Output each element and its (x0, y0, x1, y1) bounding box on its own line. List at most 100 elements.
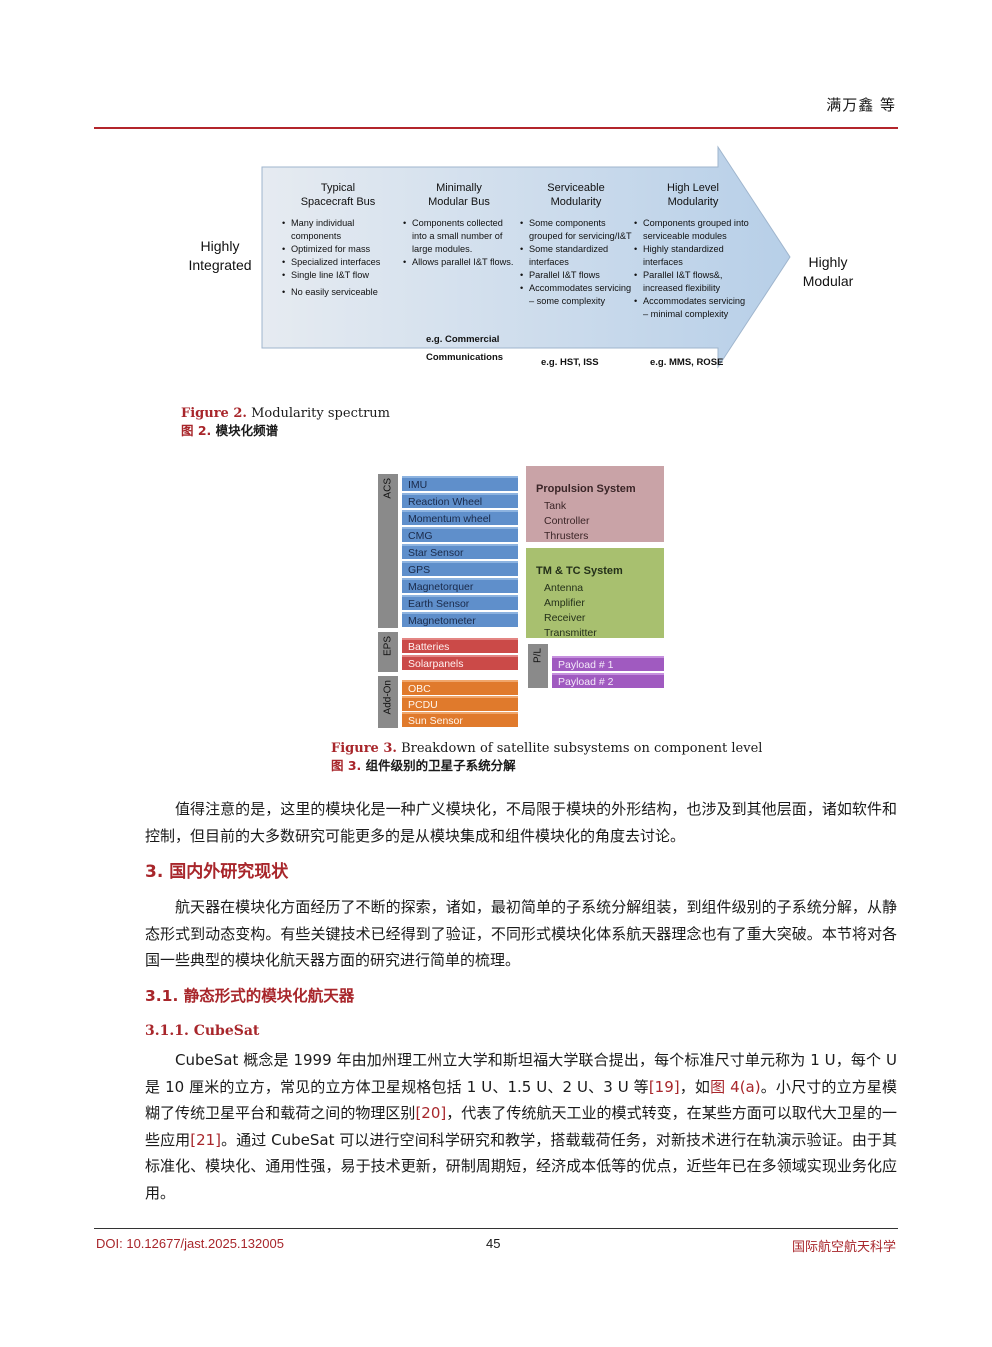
paragraph-cubesat: CubeSat 概念是 1999 年由加州理工州立大学和斯坦福大学联合提出，每个… (145, 1047, 897, 1206)
header-divider (94, 127, 898, 129)
figure-3-caption: Figure 3. Breakdown of satellite subsyst… (331, 740, 762, 775)
eps-sidebar: EPS (378, 632, 398, 672)
footer-page-number: 45 (486, 1236, 501, 1251)
text-run: ，代表了传统航天工业的模式转变，在某些方面可以取代大卫星的一些应用 (145, 1104, 897, 1149)
eps-label: EPS (382, 636, 394, 657)
right-label-line1: Highly (808, 254, 848, 270)
list-item: Accommodates servicing – some complexity (520, 282, 632, 308)
acs-item: GPS (402, 561, 518, 576)
figure-link[interactable]: 图 4(a) (710, 1077, 761, 1096)
text-run: ，如 (679, 1077, 711, 1096)
column-head: Serviceable Modularity (520, 181, 632, 209)
propulsion-item: Thrusters (544, 530, 589, 542)
highly-integrated-label: Highly Integrated (170, 237, 270, 275)
figure-3-subsystem-breakdown: ACS IMU Reaction Wheel Momentum wheel CM… (378, 456, 668, 732)
column-head-line2: Modularity (550, 196, 602, 208)
caption-zh-label: 图 2. (181, 423, 212, 438)
list-item: Accommodates servicing – minimal complex… (634, 295, 752, 321)
tm-tc-system-box: TM & TC System Antenna Amplifier Receive… (526, 548, 664, 639)
pl-label: P/L (532, 648, 544, 664)
caption-text: Breakdown of satellite subsystems on com… (396, 741, 763, 756)
list-item: Highly standardized interfaces (634, 243, 752, 269)
list-item: Parallel I&T flows (520, 269, 632, 282)
example-line2: Communications (426, 352, 504, 363)
list-item: No easily serviceable (282, 286, 394, 299)
example-hst-iss: e.g. HST, ISS (541, 357, 599, 368)
column-minimally-modular-bus: Minimally Modular Bus Components collect… (403, 181, 515, 269)
acs-item: CMG (402, 527, 518, 542)
acs-item: IMU (402, 476, 518, 491)
column-head-line2: Modular Bus (428, 196, 490, 208)
addon-item: PCDU (402, 696, 518, 711)
citation-link[interactable]: [20] (415, 1104, 447, 1122)
propulsion-item: Tank (544, 500, 567, 512)
column-head-line1: High Level (667, 182, 719, 194)
column-typical-spacecraft-bus: Typical Spacecraft Bus Many individual c… (282, 181, 394, 299)
section-3-1-heading: 3.1. 静态形式的模块化航天器 (145, 987, 355, 1005)
highly-modular-label: Highly Modular (785, 253, 871, 291)
acs-item: Earth Sensor (402, 595, 518, 610)
column-head-line2: Spacecraft Bus (300, 196, 376, 208)
section-3-1-1-heading: 3.1.1. CubeSat (145, 1023, 260, 1039)
caption-zh-text: 模块化频谱 (211, 423, 279, 438)
tmtc-item: Receiver (544, 612, 586, 624)
section-3-heading: 3. 国内外研究现状 (145, 862, 289, 882)
addon-label: Add-On (382, 680, 394, 715)
list-item: Allows parallel I&T flows. (403, 256, 515, 269)
right-label-line2: Modular (802, 273, 854, 289)
figure-2-caption: Figure 2. Modularity spectrum 图 2. 模块化频谱 (181, 405, 390, 440)
tmtc-item: Antenna (544, 582, 584, 594)
example-mms-rose: e.g. MMS, ROSE (650, 357, 724, 368)
column-head-line1: Minimally (436, 182, 482, 194)
left-label-line1: Highly (200, 238, 240, 254)
column-high-level-modularity: High Level Modularity Components grouped… (634, 181, 752, 321)
eps-item: Batteries (402, 638, 518, 653)
caption-zh-text: 组件级别的卫星子系统分解 (361, 758, 516, 773)
propulsion-title: Propulsion System (536, 483, 636, 495)
acs-item: Reaction Wheel (402, 493, 518, 508)
column-serviceable-modularity: Serviceable Modularity Some components g… (520, 181, 632, 308)
propulsion-system-box: Propulsion System Tank Controller Thrust… (526, 466, 664, 542)
text-run: 。小尺寸的立方星模糊了传统卫星平台和载荷之间的物理区别 (145, 1077, 897, 1123)
text-run: 。通过 CubeSat 可以进行空间科学研究和教学，搭载载荷任务，对新技术进行在… (145, 1130, 897, 1202)
figure-2-modularity-spectrum: Highly Integrated Highly Modular Typical… (170, 145, 890, 397)
tmtc-item: Transmitter (544, 627, 597, 639)
list-item: Optimized for mass (282, 243, 394, 256)
caption-zh-label: 图 3. (331, 758, 362, 773)
footer-journal-name: 国际航空航天科学 (791, 1240, 896, 1255)
column-head-line2: Modularity (667, 196, 719, 208)
propulsion-item: Controller (544, 515, 590, 527)
tmtc-item: Amplifier (544, 597, 585, 609)
payload-item: Payload # 1 (552, 656, 664, 671)
payload-item: Payload # 2 (552, 673, 664, 688)
column-head: Minimally Modular Bus (403, 181, 515, 209)
list-item: Some standardized interfaces (520, 243, 632, 269)
column-head-line1: Typical (320, 182, 356, 194)
caption-label: Figure 2. (181, 406, 247, 421)
citation-link[interactable]: [19] (648, 1077, 680, 1096)
list-item: Many individual components (282, 217, 394, 243)
acs-item: Magnetometer (402, 612, 518, 627)
caption-text: Modularity spectrum (246, 406, 390, 421)
tmtc-title: TM & TC System (536, 565, 623, 577)
addon-item: Sun Sensor (402, 712, 518, 727)
payload-sidebar: P/L (528, 644, 548, 688)
eps-item: Solarpanels (402, 655, 518, 670)
example-commercial: e.g. Commercial Communications (426, 331, 503, 367)
column-head: Typical Spacecraft Bus (282, 181, 394, 209)
list-item: Single line I&T flow (282, 269, 394, 282)
acs-item: Star Sensor (402, 544, 518, 559)
footer-divider (94, 1228, 898, 1229)
list-item: Parallel I&T flows&, increased flexibili… (634, 269, 752, 295)
text-run: CubeSat 概念是 1999 年由加州理工州立大学和斯坦福大学联合提出，每个… (145, 1051, 897, 1096)
column-head: High Level Modularity (634, 181, 752, 209)
citation-link[interactable]: [21] (190, 1130, 222, 1149)
running-header-author: 满万鑫 等 (826, 96, 896, 114)
footer-doi[interactable]: DOI: 10.12677/jast.2025.132005 (96, 1236, 284, 1251)
acs-sidebar: ACS (378, 474, 398, 628)
acs-label: ACS (382, 478, 394, 499)
left-label-line2: Integrated (188, 257, 252, 273)
list-item: Specialized interfaces (282, 256, 394, 269)
acs-item: Momentum wheel (402, 510, 518, 525)
addon-item: OBC (402, 680, 518, 695)
